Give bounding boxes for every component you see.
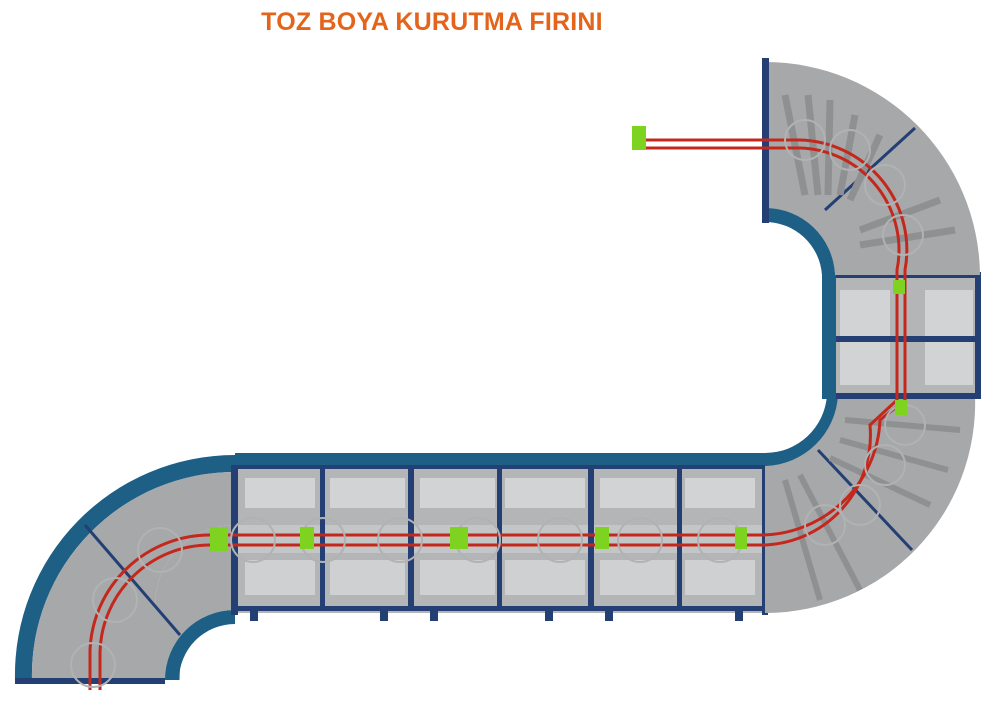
straight-oven-section <box>231 453 768 621</box>
page-title: TOZ BOYA KURUTMA FIRINI <box>261 8 603 36</box>
green-drive-unit <box>210 126 907 551</box>
sprocket-wheel-icon <box>70 119 926 688</box>
right-upper-curve-section <box>762 58 980 275</box>
right-vertical-section <box>822 272 981 399</box>
right-lower-curve-section <box>765 395 976 614</box>
red-conveyor-rail <box>88 138 909 690</box>
